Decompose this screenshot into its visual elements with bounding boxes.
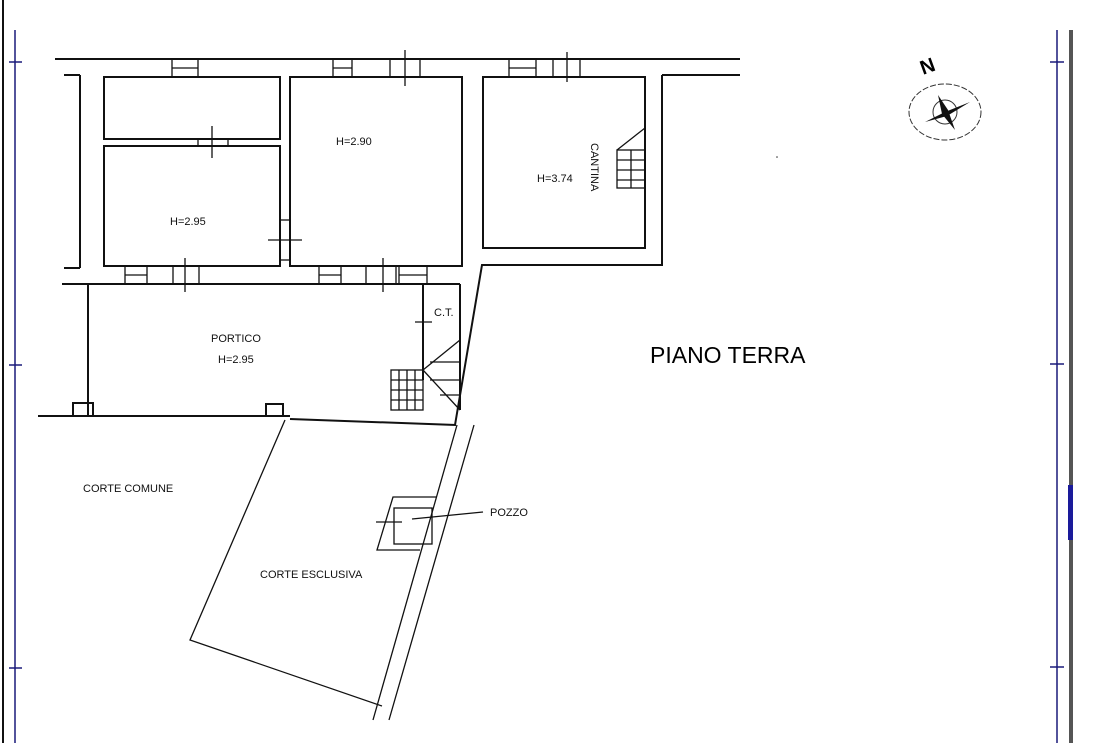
cantina-stairs-icon <box>616 127 646 189</box>
ct-label: C.T. <box>434 307 454 319</box>
corte-comune-label: CORTE COMUNE <box>83 483 173 495</box>
pozzo-well <box>376 496 484 551</box>
room-height-label: H=2.95 <box>218 354 254 366</box>
corte-esclusiva-boundary <box>189 419 475 721</box>
right-frame <box>1050 30 1073 743</box>
room-height-label: H=2.95 <box>170 216 206 228</box>
pillar <box>72 402 94 417</box>
room-height-label: H=3.74 <box>537 173 573 185</box>
stairs-icon <box>390 339 461 411</box>
room-small <box>103 76 281 140</box>
cantina <box>482 76 646 249</box>
room-2-90 <box>289 76 463 267</box>
pozzo-label: POZZO <box>490 507 528 519</box>
plan-title: PIANO TERRA <box>650 342 806 368</box>
corte-esclusiva-label: CORTE ESCLUSIVA <box>260 569 363 581</box>
room-2-95 <box>103 145 281 267</box>
pillar <box>265 403 284 417</box>
building-walls <box>38 50 740 426</box>
north-arrow-icon: N <box>908 54 982 141</box>
north-label: N <box>917 54 938 80</box>
cantina-label: CANTINA <box>588 143 600 192</box>
portico-label: PORTICO <box>211 333 261 345</box>
room-height-label: H=2.90 <box>336 136 372 148</box>
left-frame <box>2 0 22 743</box>
